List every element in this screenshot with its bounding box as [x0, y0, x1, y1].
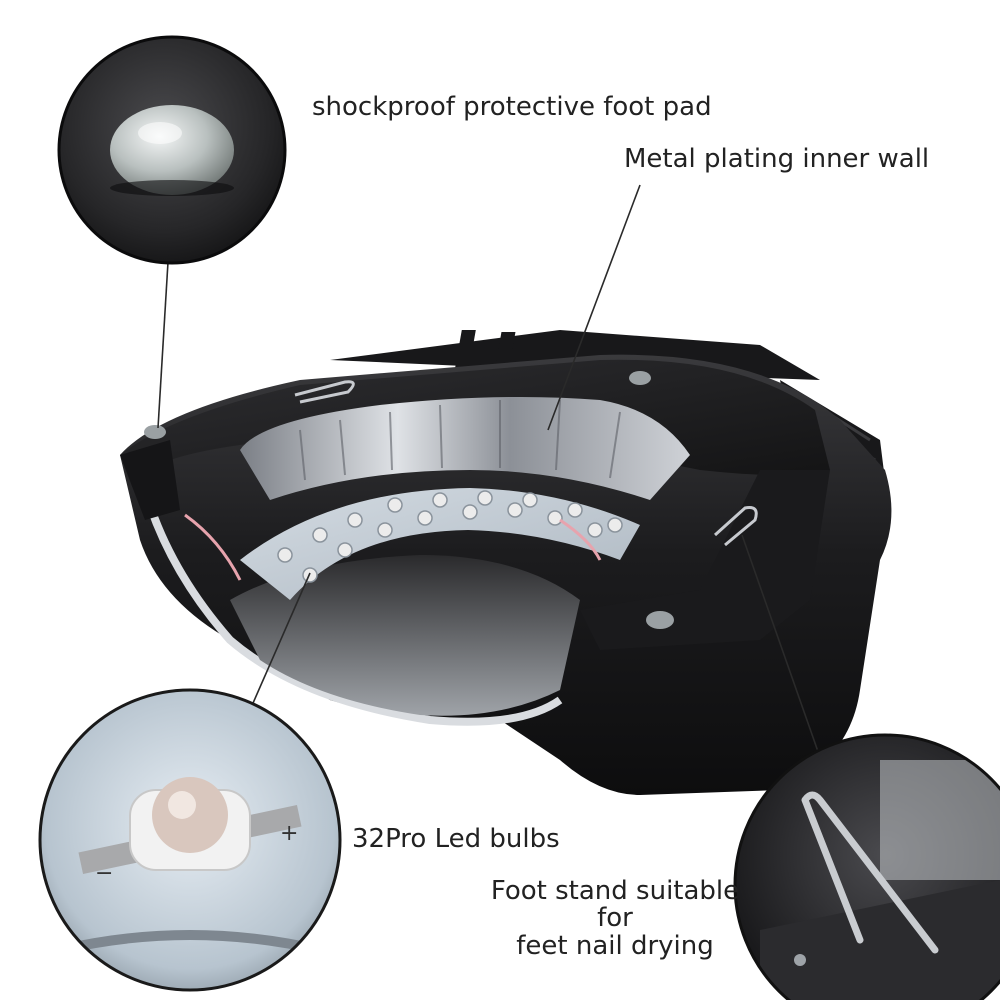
- svg-text:+: +: [280, 821, 298, 846]
- label-foot-stand-line1: Foot stand suitable for: [490, 876, 740, 934]
- foot-pad-markers: [144, 371, 674, 629]
- foot-pad: [144, 425, 166, 439]
- led-bulb: [522, 492, 538, 508]
- callout-circle-led: + −: [38, 688, 342, 992]
- front-pillar-left: [120, 440, 180, 520]
- label-foot-stand-line2: feet nail drying: [516, 930, 714, 961]
- led-bulb: [347, 512, 363, 528]
- label-foot-stand: Foot stand suitable for feet nail drying: [470, 876, 760, 961]
- led-bulb: [337, 542, 353, 558]
- callout-circle-foot-stand: [733, 733, 1000, 1000]
- label-led-bulbs: 32Pro Led bulbs: [352, 824, 560, 854]
- reflector-inner-wall: [240, 396, 690, 500]
- led-bulb: [567, 502, 583, 518]
- led-bulb: [432, 492, 448, 508]
- label-shockproof-foot-pad: shockproof protective foot pad: [312, 92, 712, 122]
- lamp-body: [120, 330, 892, 795]
- hook-front: [713, 506, 758, 547]
- led-bulb: [417, 510, 433, 526]
- led-bulbs-group: [277, 490, 623, 583]
- led-bulb: [462, 504, 478, 520]
- led-bulb: [302, 567, 318, 583]
- led-bulb: [277, 547, 293, 563]
- led-bulb: [587, 522, 603, 538]
- led-bulb: [507, 502, 523, 518]
- callout-circle-foot-pad: [57, 35, 287, 265]
- foot-stand-wire: [801, 791, 939, 954]
- led-board: [240, 488, 640, 600]
- hook-rear: [294, 380, 355, 404]
- svg-text:−: −: [95, 861, 113, 886]
- chrome-trim: [136, 469, 563, 726]
- leader-line-inner-wall: [547, 184, 641, 431]
- wire: [559, 518, 602, 561]
- led-bulb: [387, 497, 403, 513]
- leader-line-led: [249, 572, 311, 711]
- led-bulb: [477, 490, 493, 506]
- leader-line-foot-pad: [157, 261, 169, 429]
- led-bulb: [377, 522, 393, 538]
- led-bulb: [547, 510, 563, 526]
- foot-pad: [646, 611, 674, 629]
- foot-pad: [629, 371, 651, 385]
- led-bulb: [312, 527, 328, 543]
- wire: [184, 513, 242, 581]
- label-metal-plating-inner-wall: Metal plating inner wall: [624, 144, 930, 174]
- front-pillar-right: [580, 470, 830, 650]
- reflective-floor: [230, 555, 580, 716]
- led-bulb: [607, 517, 623, 533]
